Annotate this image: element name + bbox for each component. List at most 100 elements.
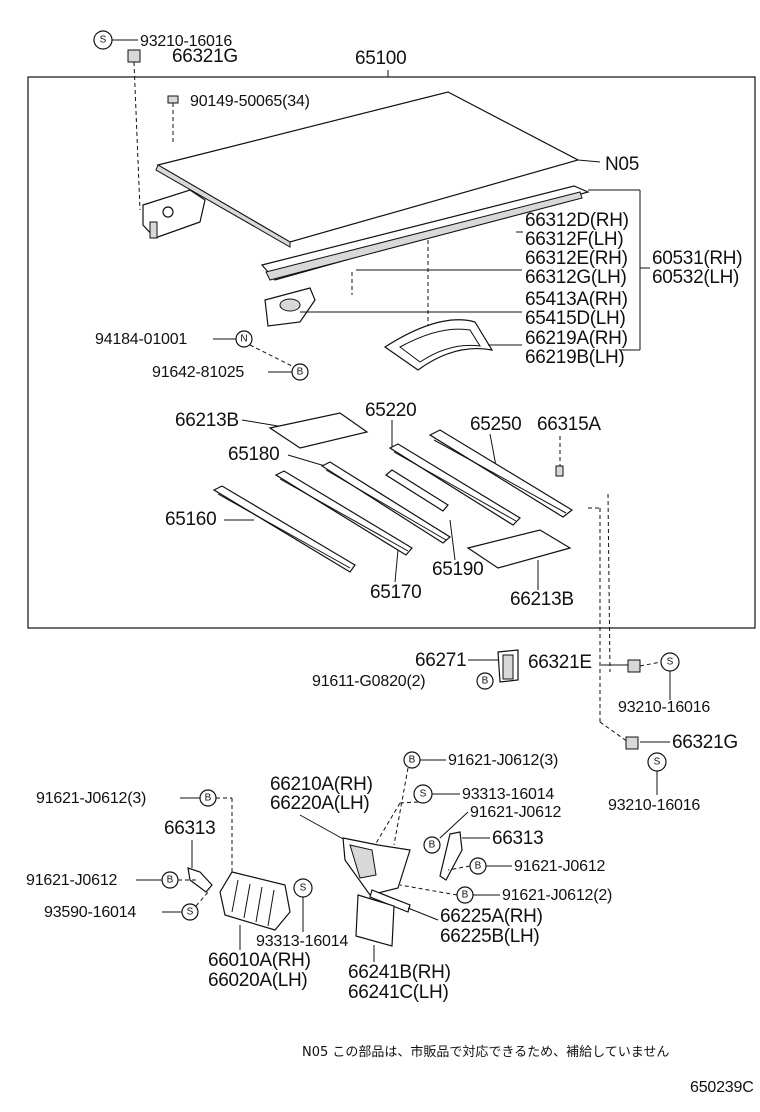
label-n05: N05 (605, 154, 639, 175)
beam-65170 (274, 470, 413, 556)
label-91621-r1: 91621-J0612 (470, 804, 562, 821)
bolt-marker-91621-l: B (136, 871, 196, 889)
clip-66321e: S (601, 652, 680, 700)
label-91621-r2: 91621-J0612 (514, 858, 606, 875)
floor-mat-66213b-1 (241, 412, 369, 449)
label-60532: 60532(LH) (652, 267, 739, 288)
label-66312d: 66312D(RH) (525, 210, 629, 231)
screw-marker-93313-r: S (371, 784, 460, 851)
bolt-marker-91621-top: B (393, 751, 446, 846)
label-91611: 91611-G0820(2) (312, 673, 425, 690)
label-66321g-top: 66321G (172, 46, 238, 67)
label-66271: 66271 (415, 650, 466, 671)
bolt-marker-91621-r1: B (423, 836, 441, 854)
floor-mat-66213b-2 (466, 529, 572, 590)
screw-marker-93313-l: S (293, 878, 313, 932)
beam-65190 (384, 469, 449, 512)
label-91621-l: 91621-J0612 (26, 872, 118, 889)
svg-text:B: B (409, 755, 416, 766)
label-65220: 65220 (365, 400, 416, 421)
label-93313-r: 93313-16014 (462, 786, 554, 803)
clip-66321g-bottom: S (625, 736, 670, 795)
label-66315a: 66315A (537, 414, 601, 435)
label-93210-mid: 93210-16016 (618, 699, 710, 716)
svg-text:S: S (667, 657, 674, 668)
label-66225a: 66225A(RH) (440, 906, 543, 927)
side-panel-66010a (219, 871, 291, 950)
bolt-marker-91642: B (268, 363, 309, 381)
mat-66241b (355, 894, 395, 962)
beam-65220 (388, 443, 521, 526)
nut-marker: N (213, 330, 293, 367)
svg-text:S: S (100, 35, 107, 46)
trim-panel-66210a (342, 837, 411, 896)
svg-text:B: B (482, 676, 489, 687)
label-90149: 90149-50065(34) (190, 93, 310, 110)
label-66313-l: 66313 (164, 818, 215, 839)
svg-text:S: S (420, 789, 427, 800)
wheelhouse-cover (383, 319, 522, 371)
label-66241c: 66241C(LH) (348, 982, 449, 1003)
hinge-bracket (142, 189, 206, 239)
svg-text:B: B (462, 890, 469, 901)
label-66010a: 66010A(RH) (208, 950, 311, 971)
label-66312g: 66312G(LH) (525, 267, 627, 288)
label-65160: 65160 (165, 509, 216, 530)
screw-90149 (167, 95, 179, 145)
svg-text:B: B (429, 840, 436, 851)
plate-66225a (369, 889, 439, 921)
svg-text:S: S (187, 907, 194, 918)
label-65170: 65170 (370, 582, 421, 603)
side-rail (260, 185, 641, 351)
label-65250: 65250 (470, 414, 521, 435)
label-66313-r: 66313 (492, 828, 543, 849)
diagram-code: 650239C (690, 1079, 754, 1096)
bolt-marker-91621-r2: B (447, 857, 512, 875)
svg-text:S: S (654, 757, 661, 768)
svg-text:N: N (240, 334, 247, 345)
bolt-marker-91611: B (476, 672, 494, 690)
svg-text:B: B (297, 367, 304, 378)
svg-text:B: B (475, 861, 482, 872)
label-93590: 93590-16014 (44, 904, 136, 921)
label-60531: 60531(RH) (652, 248, 742, 269)
beam-65250 (428, 429, 574, 518)
screw-marker-93590: S (162, 889, 211, 921)
label-66210a: 66210A(RH) (270, 774, 373, 795)
label-66321g-bottom: 66321G (672, 732, 738, 753)
label-66220a: 66220A(LH) (270, 793, 369, 814)
label-91642: 91642-81025 (152, 364, 244, 381)
bolt-marker-91621-l3: B (180, 789, 233, 875)
label-66020a: 66020A(LH) (208, 970, 307, 991)
label-93210-bot: 93210-16016 (608, 797, 700, 814)
label-93313-l: 93313-16014 (256, 933, 348, 950)
deck-board (155, 91, 601, 248)
svg-text:B: B (167, 875, 174, 886)
label-66312f: 66312F(LH) (525, 229, 623, 250)
bracket-66271 (468, 649, 519, 683)
svg-text:S: S (300, 883, 307, 894)
label-65180: 65180 (228, 444, 279, 465)
label-65100: 65100 (355, 48, 406, 69)
clip-66321g-top: S (93, 30, 141, 211)
beam-65160 (212, 485, 356, 573)
label-91621-top: 91621-J0612(3) (448, 752, 558, 769)
hinge-plate-65413a (264, 287, 522, 327)
label-66225b: 66225B(LH) (440, 926, 539, 947)
bracket-66313-l (187, 867, 213, 893)
label-65190: 65190 (432, 559, 483, 580)
label-66219a: 66219A(RH) (525, 328, 628, 349)
label-91621-r3: 91621-J0612(2) (502, 887, 612, 904)
svg-text:B: B (205, 793, 212, 804)
label-66219b: 66219B(LH) (525, 347, 624, 368)
label-66321e: 66321E (528, 652, 592, 673)
footnote: N05 この部品は、市販品で対応できるため、補給していません (302, 1044, 669, 1060)
label-66241b: 66241B(RH) (348, 962, 451, 983)
label-66213b-2: 66213B (510, 589, 574, 610)
label-93210-top: 93210-16016 (140, 33, 232, 50)
label-66213b-1: 66213B (175, 410, 239, 431)
bracket-66313-r (439, 831, 490, 881)
label-65415d: 65415D(LH) (525, 308, 626, 329)
label-94184: 94184-01001 (95, 331, 187, 348)
